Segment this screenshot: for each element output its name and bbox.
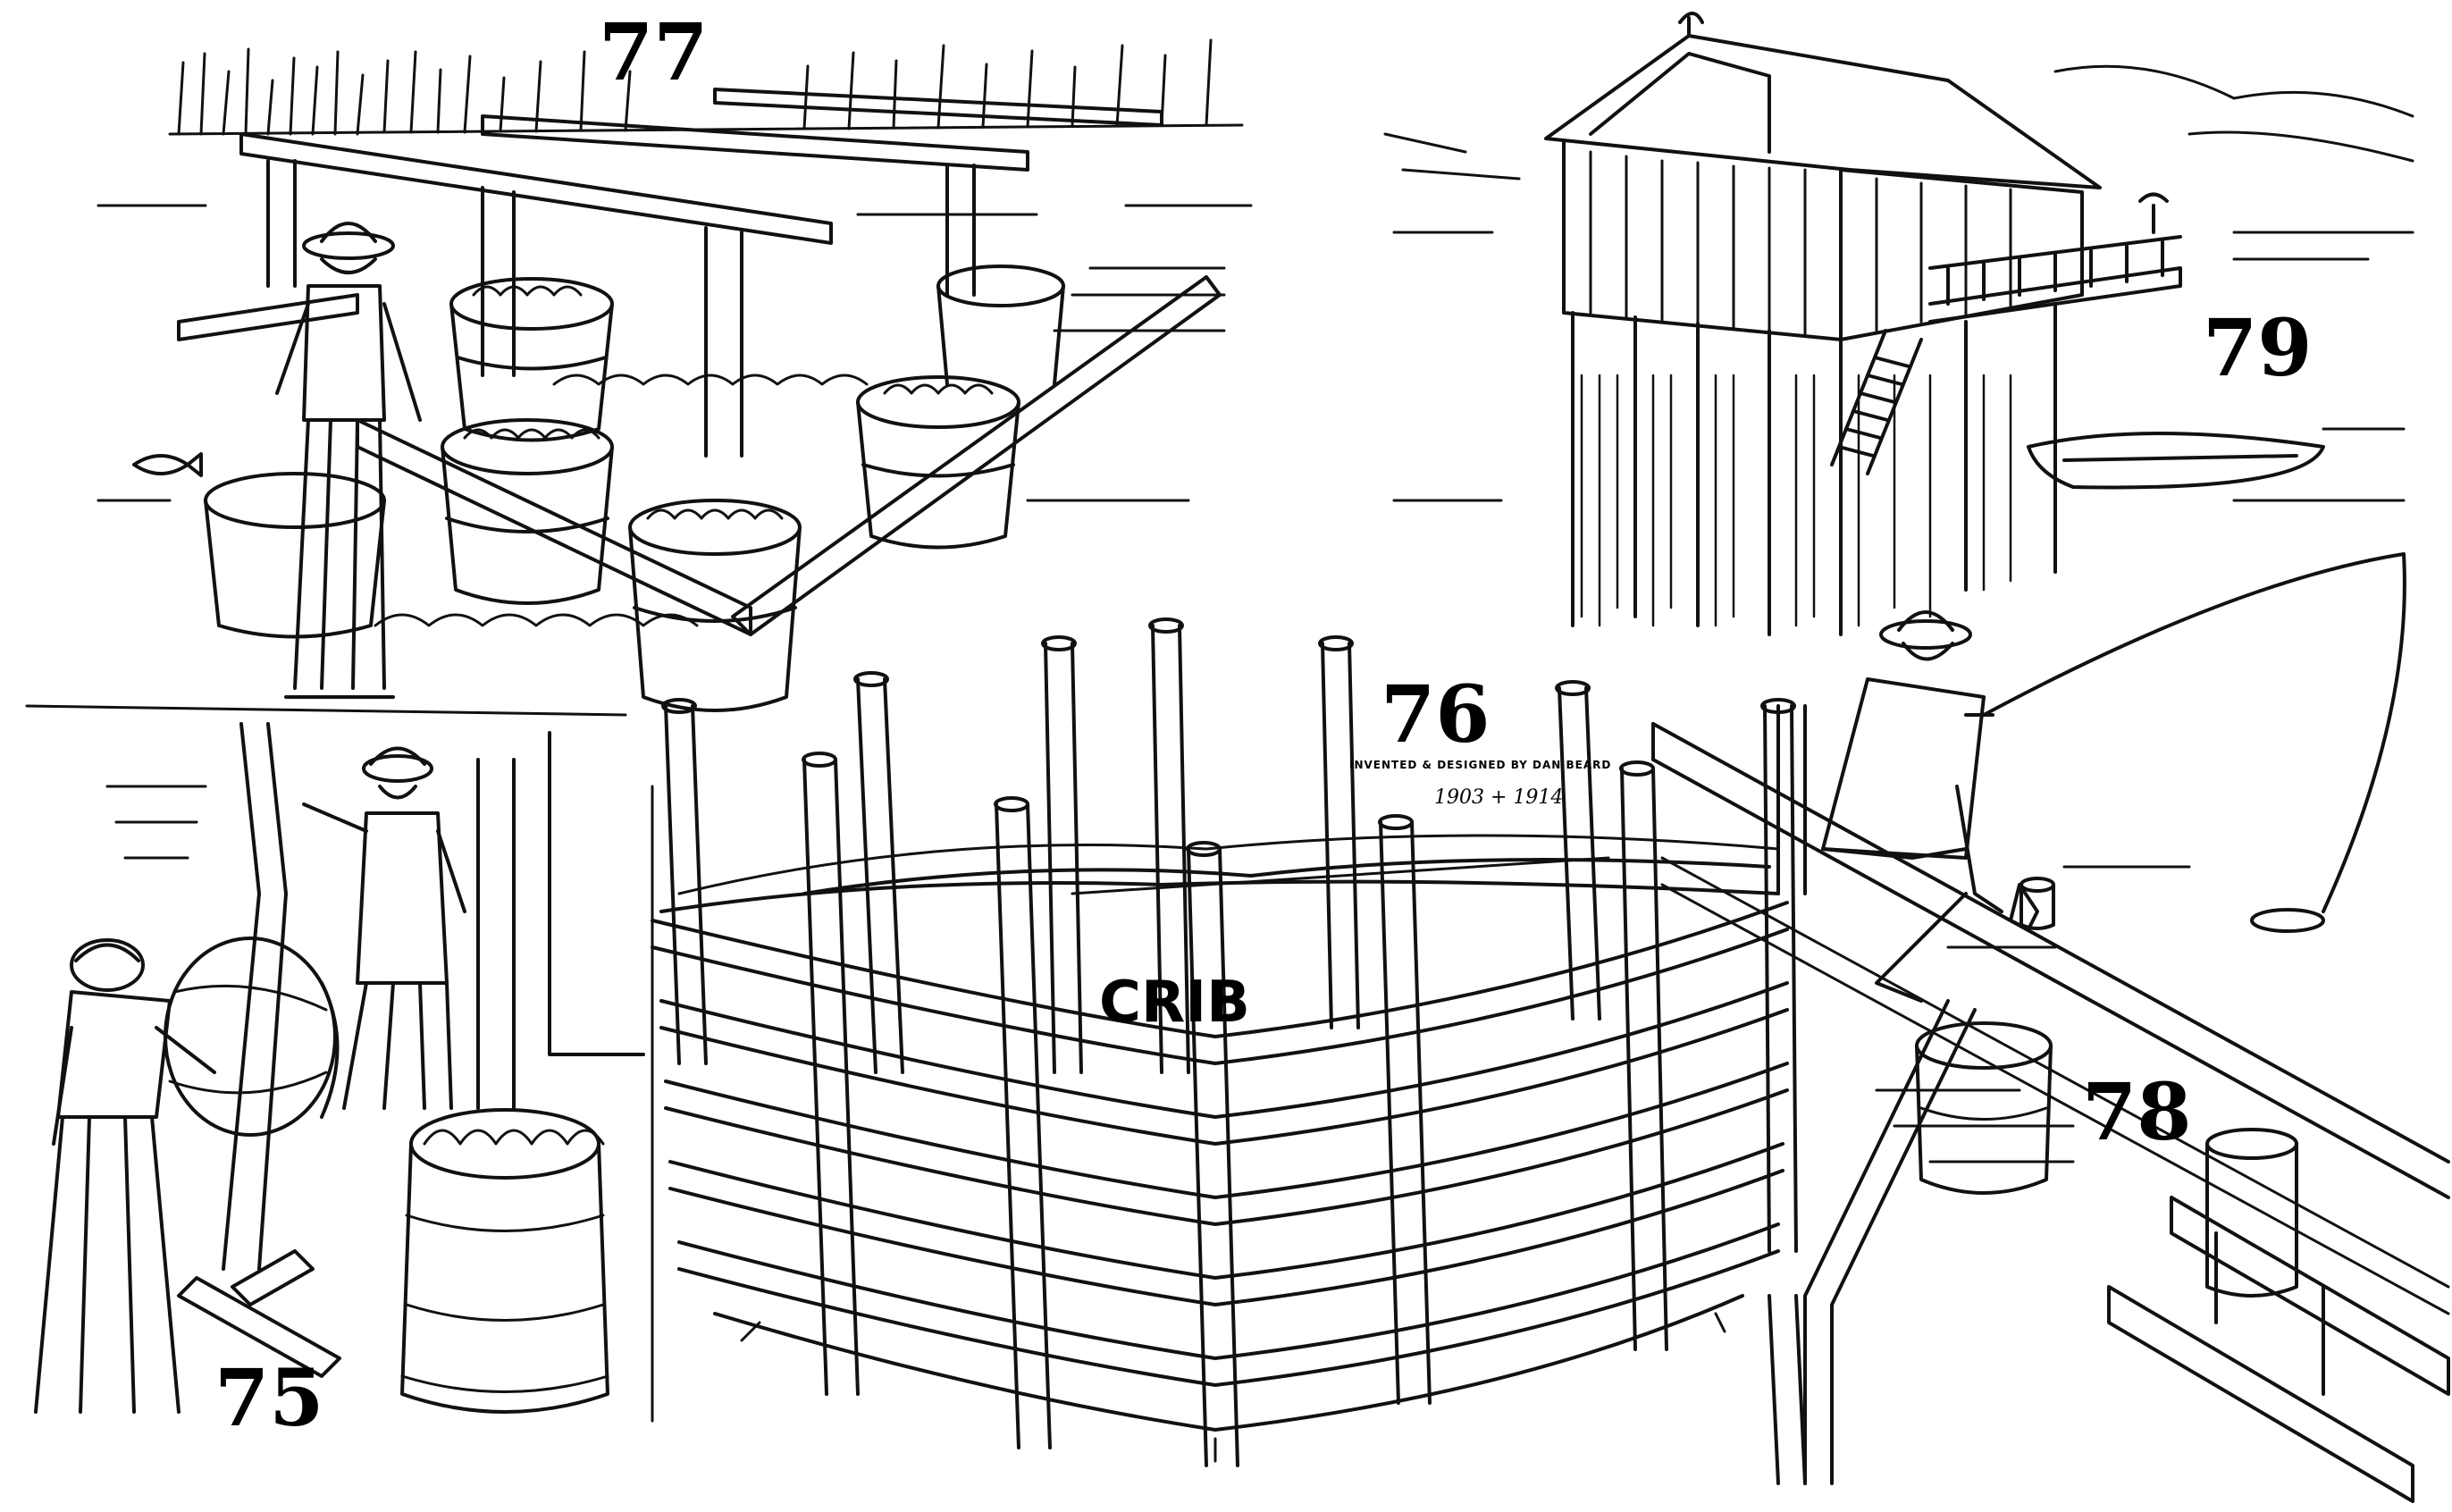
figure-78-fishing-dock: [1651, 552, 2450, 1503]
figure-number-76: 76: [1381, 668, 1491, 760]
figure-number-75: 75: [214, 1351, 324, 1444]
figure-number-79: 79: [2203, 301, 2313, 394]
figure-76-crib: [651, 617, 1798, 1467]
figure-76-crib-label: CRIB: [1099, 970, 1250, 1036]
figure-number-78: 78: [2082, 1065, 2192, 1158]
figure-number-77: 77: [599, 5, 709, 98]
figure-76-dates: 1903 + 1914: [1434, 786, 1564, 809]
figure-76-invented-by-note: INVENTED & DESIGNED BY DAN BEARD: [1349, 759, 1612, 771]
figure-75-sinking-barrel: [25, 704, 654, 1423]
figure-77-barrel-dock: [97, 38, 1253, 712]
figure-79-boathouse: [1383, 12, 2414, 636]
